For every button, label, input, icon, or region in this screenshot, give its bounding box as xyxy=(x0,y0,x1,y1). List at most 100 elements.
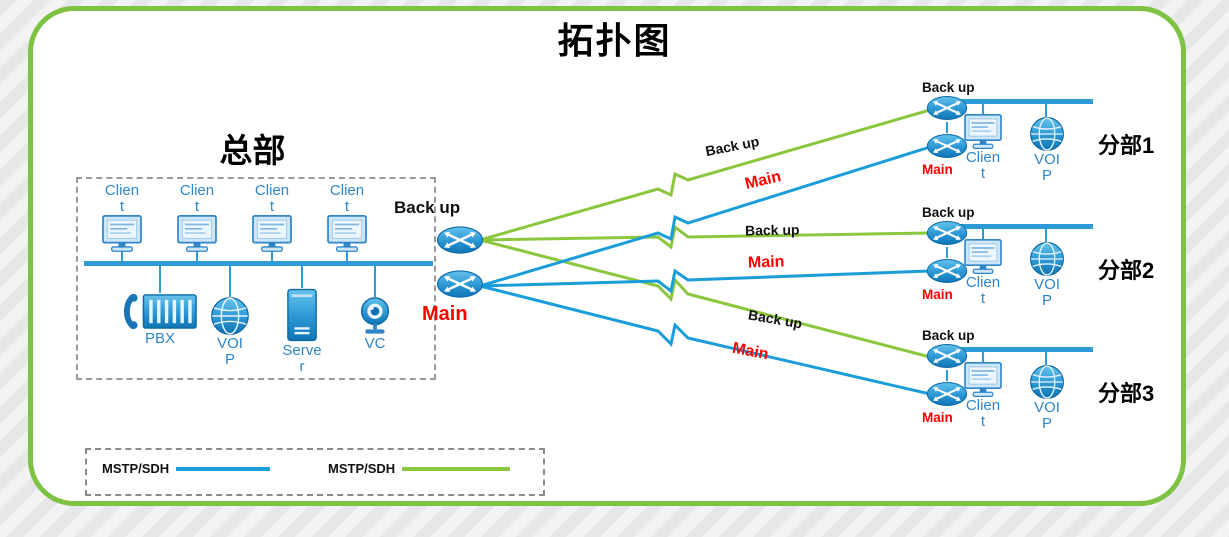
label-line-2: P xyxy=(1041,292,1052,309)
computer-icon xyxy=(964,114,1002,150)
hq-client-label: Clien t xyxy=(87,183,157,215)
branch3-client-node: Clien t xyxy=(960,362,1006,430)
main-links xyxy=(479,145,931,396)
legend-box xyxy=(85,448,545,496)
branch3-voip-label: VOI P xyxy=(1028,400,1066,432)
branch3-backup-label: Back up xyxy=(922,328,975,343)
label-line-2: t xyxy=(980,413,986,430)
hq-pbx-label: PBX xyxy=(122,331,198,347)
backup-links xyxy=(479,108,931,359)
label-line-2: P xyxy=(1041,415,1052,432)
label-line-1: Serve xyxy=(282,342,322,359)
label-line-2: t xyxy=(980,165,986,182)
branch3-voip-node: VOI P xyxy=(1028,364,1066,432)
label-line-2: t xyxy=(344,198,350,215)
legend-line-blue xyxy=(176,467,270,471)
label-line-1: VOI xyxy=(217,335,243,352)
label-line-1: Clien xyxy=(965,274,1001,291)
voip-globe-icon xyxy=(1029,116,1065,152)
backup-link-branch3 xyxy=(479,238,931,359)
label-line-1: Clien xyxy=(104,182,140,199)
main-link-branch1 xyxy=(479,145,931,288)
backup-link-branch1 xyxy=(479,108,931,242)
label-line-1: VC xyxy=(364,335,386,352)
label-line-1: VOI xyxy=(1034,151,1060,168)
hq-client-label: Clien t xyxy=(312,183,382,215)
branch3-main-label: Main xyxy=(922,410,953,425)
label-line-2: P xyxy=(1041,167,1052,184)
label-line-2: r xyxy=(299,358,305,375)
label-line-1: PBX xyxy=(144,330,175,347)
label-line-2: t xyxy=(119,198,125,215)
core-backup-router-icon xyxy=(436,225,484,255)
branch2-voip-label: VOI P xyxy=(1028,277,1066,309)
headquarters-box xyxy=(76,177,436,380)
link-label-main-2: Main xyxy=(747,253,785,272)
branch3-client-label: Clien t xyxy=(960,398,1006,430)
hq-client-node: Clien t xyxy=(237,183,307,253)
label-line-1: VOI xyxy=(1034,399,1060,416)
hq-client-node: Clien t xyxy=(162,183,232,253)
computer-icon xyxy=(327,215,367,253)
voip-globe-icon xyxy=(1029,241,1065,277)
label-line-1: Clien xyxy=(254,182,290,199)
pbx-icon xyxy=(122,292,198,331)
computer-icon xyxy=(252,215,292,253)
label-line-2: P xyxy=(224,351,235,368)
branch2-name: 分部2 xyxy=(1098,258,1155,283)
branch1-voip-node: VOI P xyxy=(1028,116,1066,184)
computer-icon xyxy=(964,362,1002,398)
hq-vc-label: VC xyxy=(341,336,409,352)
server-icon xyxy=(287,288,317,342)
branch2-voip-node: VOI P xyxy=(1028,241,1066,309)
label-line-1: VOI xyxy=(1034,276,1060,293)
branch1-backup-label: Back up xyxy=(922,80,975,95)
legend-line-green xyxy=(402,467,510,471)
branch2-client-label: Clien t xyxy=(960,275,1006,307)
backup-link-branch2 xyxy=(479,224,931,250)
branch3-bus-bar xyxy=(933,347,1093,352)
branch1-client-node: Clien t xyxy=(960,114,1006,182)
hq-client-label: Clien t xyxy=(237,183,307,215)
branch1-voip-label: VOI P xyxy=(1028,152,1066,184)
voip-globe-icon xyxy=(211,297,249,335)
headquarters-title: 总部 xyxy=(219,132,286,169)
legend-label-backup: MSTP/SDH xyxy=(328,461,396,476)
drop-connectors xyxy=(121,104,1047,381)
label-line-1: Clien xyxy=(179,182,215,199)
main-link-branch2 xyxy=(479,268,931,294)
branch2-backup-label: Back up xyxy=(922,205,975,220)
hq-client-label: Clien t xyxy=(162,183,232,215)
computer-icon xyxy=(177,215,217,253)
main-link-branch3 xyxy=(479,284,931,396)
legend-label-main: MSTP/SDH xyxy=(102,461,170,476)
hq-voip-node: VOI P xyxy=(203,296,257,368)
core-main-router-icon xyxy=(436,269,484,299)
link-label-backup-2: Back up xyxy=(744,221,800,239)
branch1-bus-bar xyxy=(933,99,1093,104)
branch2-main-label: Main xyxy=(922,287,953,302)
video-camera-icon xyxy=(360,297,390,335)
label-line-2: t xyxy=(269,198,275,215)
voip-globe-icon xyxy=(1029,364,1065,400)
branch1-main-label: Main xyxy=(922,162,953,177)
hq-server-label: Serve r xyxy=(268,343,336,375)
hq-voip-label: VOI P xyxy=(203,336,257,368)
label-line-1: Clien xyxy=(965,397,1001,414)
hq-client-node: Clien t xyxy=(87,183,157,253)
diagram-title: 拓扑图 xyxy=(557,20,672,61)
computer-icon xyxy=(102,215,142,253)
core-backup-label: Back up xyxy=(394,198,461,217)
branch1-client-label: Clien t xyxy=(960,150,1006,182)
hq-vc-node: VC xyxy=(341,296,409,352)
hq-client-node: Clien t xyxy=(312,183,382,253)
label-line-1: Clien xyxy=(329,182,365,199)
label-line-2: t xyxy=(980,290,986,307)
hq-pbx-node: PBX xyxy=(122,292,198,347)
branch3-name: 分部3 xyxy=(1098,381,1155,406)
hq-bus-bar xyxy=(84,261,433,266)
branch2-client-node: Clien t xyxy=(960,239,1006,307)
branch1-name: 分部1 xyxy=(1098,133,1155,158)
